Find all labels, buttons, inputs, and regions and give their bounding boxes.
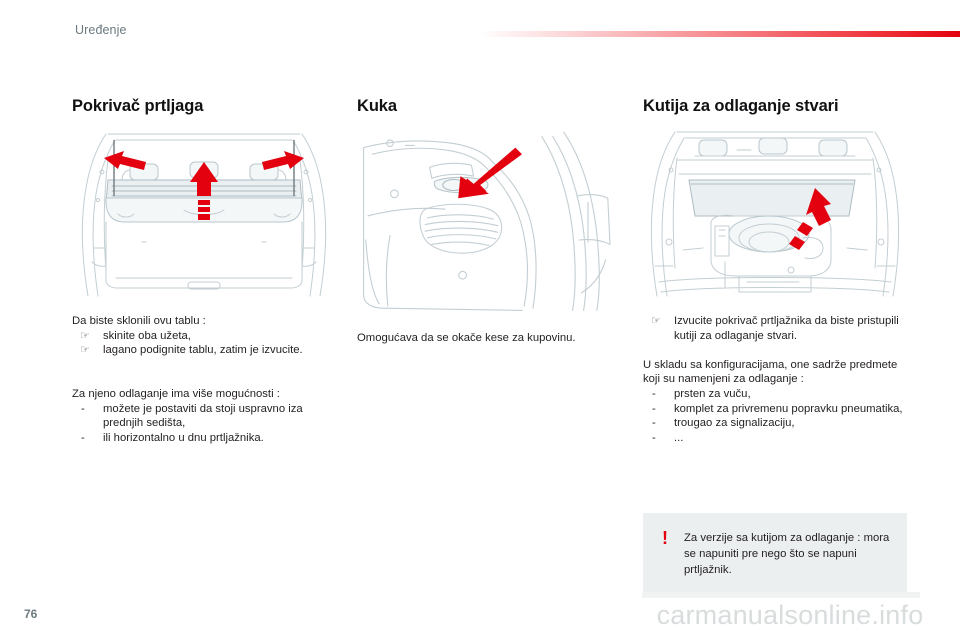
column-kuka: Kuka	[357, 96, 621, 345]
list-item-text: ili horizontalno u dnu prtljažnika.	[103, 431, 264, 444]
list-item: - možete je postaviti da stoji uspravno …	[72, 402, 336, 431]
list-item: - trougao za signalizaciju,	[643, 416, 907, 431]
page-number: 76	[24, 607, 38, 621]
list-item: - ili horizontalno u dnu prtljažnika.	[72, 431, 336, 446]
list-item-text: možete je postaviti da stoji uspravno iz…	[103, 402, 303, 430]
paragraph-remove-tray: Da biste sklonili ovu tablu :	[72, 315, 206, 327]
heading-pokrivac-prtljaga: Pokrivač prtljaga	[72, 97, 204, 115]
list-item: ☞ lagano podignite tablu, zatim je izvuc…	[72, 343, 336, 358]
paragraph-storage-options: Za njeno odlaganje ima više mogućnosti :	[72, 387, 280, 400]
list-item: - komplet za privremenu popravku pneumat…	[643, 402, 907, 417]
list-item-text: komplet za privremenu popravku pneumatik…	[674, 402, 903, 415]
spacer	[643, 343, 907, 358]
hand-pointer-icon: ☞	[80, 344, 90, 357]
hand-pointer-icon: ☞	[651, 315, 661, 327]
arrow-left	[104, 151, 146, 170]
dash-list-box-contents: - prsten za vuču, - komplet za privremen…	[643, 387, 907, 445]
bullet-list-access-box: ☞ Izvucite pokrivač prtljažnika da biste…	[643, 314, 907, 343]
dash-icon: -	[652, 402, 656, 415]
list-item-text: Izvucite pokrivač prtljažnika da biste p…	[674, 315, 899, 342]
column-kutija-za-odlaganje-stvari: Kutija za odlaganje stvari	[643, 96, 907, 445]
spacer	[72, 372, 336, 387]
heading-kuka: Kuka	[357, 97, 397, 115]
hand-pointer-icon: ☞	[80, 329, 90, 342]
header-red-rule	[480, 31, 960, 37]
list-item-text: skinite oba užeta,	[103, 329, 191, 342]
arrow-up	[190, 162, 218, 220]
dash-icon: -	[652, 387, 656, 400]
list-item: ☞ Izvucite pokrivač prtljažnika da biste…	[643, 314, 907, 343]
dash-icon: -	[81, 402, 85, 415]
watermark-bar	[642, 592, 920, 598]
storage-box-illustration	[643, 130, 907, 298]
list-item: - ...	[643, 431, 907, 446]
list-item-text: prsten za vuču,	[674, 387, 751, 400]
dash-icon: -	[652, 431, 656, 444]
list-item-text: trougao za signalizaciju,	[674, 417, 795, 430]
list-item: ☞ skinite oba užeta,	[72, 329, 336, 344]
warning-callout-box: ! Za verzije sa kutijom za odlaganje : m…	[643, 513, 907, 595]
column-pokrivac-prtljaga: Pokrivač prtljaga	[72, 96, 336, 445]
body-text-column-3: ☞ Izvucite pokrivač prtljažnika da biste…	[643, 314, 907, 445]
hook-illustration	[357, 130, 621, 315]
warning-text: Za verzije sa kutijom za odlaganje : mor…	[684, 532, 890, 576]
body-text-column-1: Da biste sklonili ovu tablu : ☞ skinite …	[72, 314, 336, 445]
exclamation-icon: !	[662, 528, 668, 548]
arrow-right	[262, 151, 304, 170]
spacer	[72, 358, 336, 373]
list-item: - prsten za vuču,	[643, 387, 907, 402]
watermark-text: carmanualsonline.info	[656, 600, 924, 630]
bullet-list-remove-tray: ☞ skinite oba užeta, ☞ lagano podignite …	[72, 329, 336, 358]
heading-kutija-za-odlaganje-stvari: Kutija za odlaganje stvari	[643, 97, 839, 115]
body-text-column-2: Omogućava da se okače kese za kupovinu.	[357, 331, 621, 346]
dash-icon: -	[81, 431, 85, 444]
arrow-up-cover	[789, 188, 831, 250]
trunk-cover-illustration	[72, 130, 336, 298]
dash-list-storage-options: - možete je postaviti da stoji uspravno …	[72, 402, 336, 446]
section-header-label: Uređenje	[75, 23, 127, 37]
arrow-pointing-hook	[458, 147, 522, 199]
list-item-text: lagano podignite tablu, zatim je izvucit…	[103, 344, 303, 357]
list-item-text: ...	[674, 431, 684, 444]
paragraph-hook-use: Omogućava da se okače kese za kupovinu.	[357, 331, 576, 344]
dash-icon: -	[652, 417, 656, 430]
paragraph-box-contents: U skladu sa konfiguracijama, one sadrže …	[643, 358, 898, 386]
